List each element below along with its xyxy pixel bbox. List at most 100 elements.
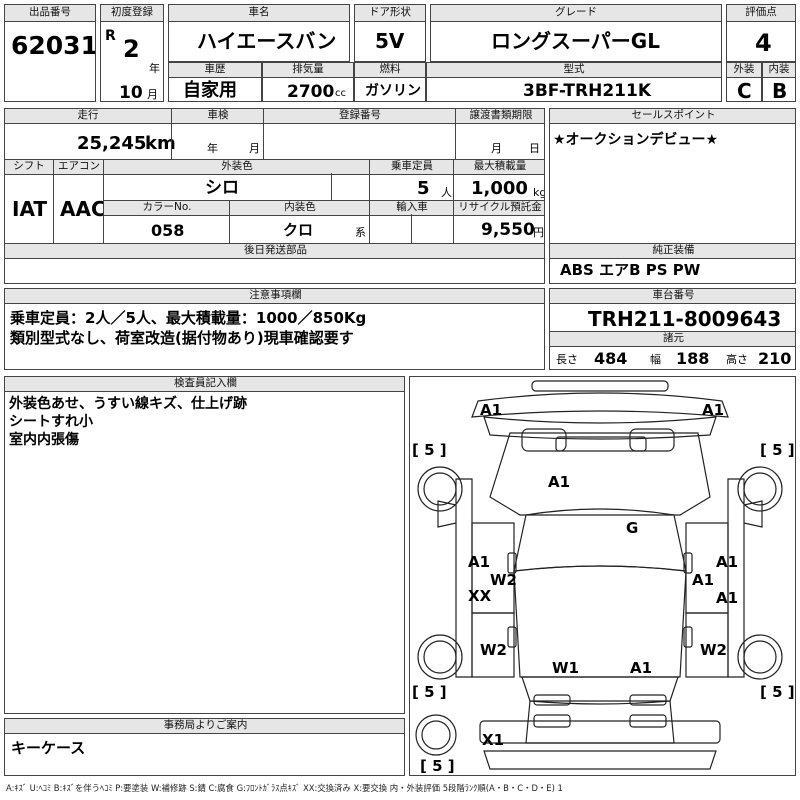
lot-number-label: 出品番号 — [5, 5, 95, 22]
inspection-year-unit: 年 — [207, 142, 218, 155]
model-cell: 型式 3BF-TRH211K — [426, 62, 722, 102]
damage-bumper-right: A1 — [702, 401, 724, 419]
factory-equipment: ABS エアB PS PW — [560, 261, 701, 279]
import-label: 輸入車 — [369, 200, 455, 216]
dimensions-label: 諸元 — [550, 331, 795, 347]
notes-line-2: 類別型式なし、荷室改造(据付物あり)現車確認要す — [10, 329, 354, 347]
notes-label: 注意事項欄 — [5, 289, 544, 304]
interior-color: クロ — [283, 221, 314, 239]
interior-grade: B — [772, 79, 788, 102]
damage-diagram-cell: A1 A1 [ 5 ] [ 5 ] [ 5 ] [ 5 ] [ 5 ] A1 G… — [409, 376, 796, 776]
height: 210 — [758, 349, 792, 368]
shift: IAT — [12, 197, 48, 221]
history: 自家用 — [183, 80, 237, 101]
shift-label: シフト — [5, 159, 54, 175]
chassis-number: TRH211-8009643 — [588, 307, 782, 331]
door-type-cell: ドア形状 5V — [354, 4, 426, 62]
first-registration-label: 初度登録 — [101, 5, 163, 22]
lot-number: 62031 — [11, 31, 96, 60]
damage-left-xx: XX — [468, 587, 492, 605]
score: 4 — [755, 29, 772, 57]
grade-label: グレード — [431, 5, 721, 22]
damage-rear-a1: A1 — [630, 659, 652, 677]
grade-cell: グレード ロングスーパーGL — [430, 4, 722, 62]
chassis-cell: 車台番号 TRH211-8009643 諸元 長さ 484 幅 188 高さ 2… — [549, 288, 796, 370]
interior-label: 内装 — [763, 63, 795, 78]
damage-roof: G — [626, 519, 638, 537]
info-block: 走行 車検 登録番号 譲渡書類期限 25,245 km 年 月 月 日 シフト … — [4, 108, 545, 284]
lot-number-cell: 出品番号 62031 — [4, 4, 96, 102]
car-diagram: A1 A1 [ 5 ] [ 5 ] [ 5 ] [ 5 ] [ 5 ] A1 G… — [412, 380, 795, 775]
recycle-fee: 9,550 — [481, 220, 535, 240]
damage-bumper-left: A1 — [480, 401, 502, 419]
sales-point-cell: セールスポイント ★オークションデビュー★ 純正装備 ABS エアB PS PW — [549, 108, 796, 284]
damage-hood: A1 — [548, 473, 570, 491]
exterior-color: シロ — [205, 178, 239, 198]
displacement-unit: cc — [335, 88, 346, 99]
capacity-label: 乗車定員 — [369, 159, 455, 175]
reg-month-unit: 月 — [147, 88, 158, 101]
displacement-cell: 排気量 2700 cc — [262, 62, 354, 102]
fuel: ガソリン — [365, 83, 421, 99]
capacity: 5 — [417, 178, 430, 199]
aircon: AAC — [60, 197, 106, 221]
color-number-label: カラーNo. — [103, 200, 231, 216]
chassis-number-label: 車台番号 — [550, 289, 795, 304]
damage-spare-x1: X1 — [482, 731, 504, 749]
aircon-label: エアコン — [53, 159, 105, 175]
history-label: 車歴 — [169, 63, 261, 78]
damage-right-rear: W2 — [700, 641, 727, 659]
model: 3BF-TRH211K — [523, 81, 652, 101]
score-label: 評価点 — [727, 5, 795, 22]
capacity-unit: 人 — [441, 186, 452, 199]
damage-right-front-door: A1 — [716, 553, 738, 571]
exterior-label: 外装 — [727, 63, 761, 78]
reg-month: 10 — [119, 83, 143, 102]
inspection-month-unit: 月 — [249, 142, 260, 155]
inspector-notes-label: 検査員記入欄 — [5, 377, 404, 392]
damage-left-rear: W2 — [480, 641, 507, 659]
fuel-label: 燃料 — [355, 63, 425, 78]
color-number: 058 — [151, 221, 185, 240]
office-note-label: 事務局よりご案内 — [5, 719, 404, 734]
mileage-label: 走行 — [5, 109, 172, 124]
damage-right-mid: A1 — [692, 571, 714, 589]
door-type-label: ドア形状 — [355, 5, 425, 22]
car-name: ハイエースバン — [197, 29, 337, 53]
door-type: 5V — [375, 29, 405, 53]
tire-spare: [ 5 ] — [420, 757, 455, 775]
displacement-label: 排気量 — [263, 63, 353, 78]
inspector-notes-cell: 検査員記入欄 外装色あせ、うすい線キズ、仕上げ跡 シートすれ小 室内内張傷 — [4, 376, 405, 714]
office-note-cell: 事務局よりご案内 キーケース — [4, 718, 405, 776]
interior-cell: 内装 B — [762, 62, 796, 102]
car-name-label: 車名 — [169, 5, 349, 22]
sales-point-text: ★オークションデビュー★ — [553, 132, 719, 148]
inspection-label: 車検 — [171, 109, 265, 124]
height-label: 高さ — [726, 353, 748, 366]
damage-rear-w1: W1 — [552, 659, 579, 677]
office-note: キーケース — [11, 739, 86, 757]
max-load-label: 最大積載量 — [453, 159, 544, 175]
max-load: 1,000 — [471, 178, 528, 199]
transfer-day-unit: 日 — [529, 142, 540, 155]
fuel-cell: 燃料 ガソリン — [354, 62, 426, 102]
history-cell: 車歴 自家用 — [168, 62, 262, 102]
damage-left-w2: W2 — [490, 571, 517, 589]
inspector-line-1: 外装色あせ、うすい線キズ、仕上げ跡 — [9, 396, 247, 412]
width: 188 — [676, 349, 710, 368]
tire-rear-right: [ 5 ] — [760, 683, 795, 701]
car-name-cell: 車名 ハイエースバン — [168, 4, 350, 62]
notes-cell: 注意事項欄 乗車定員：2人／5人、最大積載量：1000／850Kg 類別型式なし… — [4, 288, 545, 370]
recycle-fee-label: リサイクル預託金 — [453, 200, 544, 216]
first-registration-cell: 初度登録 R 2 年 10 月 — [100, 4, 164, 102]
grade: ロングスーパーGL — [491, 29, 660, 53]
interior-color-label: 内装色 — [229, 200, 371, 216]
era: R — [105, 28, 116, 44]
score-cell: 評価点 4 — [726, 4, 796, 62]
reg-year-unit: 年 — [149, 62, 160, 75]
length-label: 長さ — [556, 353, 578, 366]
reg-year: 2 — [123, 35, 140, 63]
transfer-deadline-label: 譲渡書類期限 — [455, 109, 544, 124]
exterior-grade: C — [737, 79, 752, 102]
damage-right-low: A1 — [716, 589, 738, 607]
